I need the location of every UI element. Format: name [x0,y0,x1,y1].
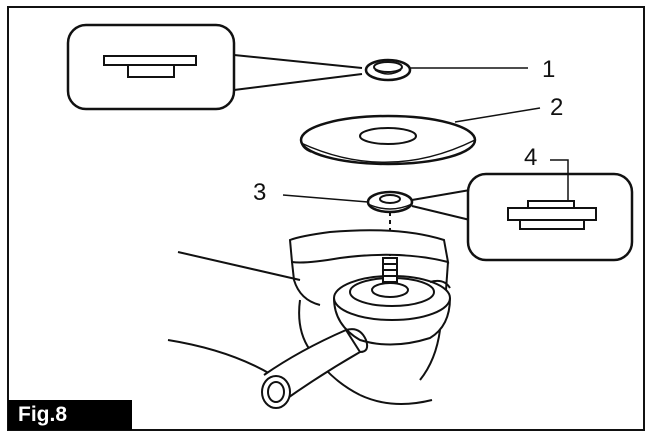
leader-line-4 [550,159,569,201]
inset-inner-flange-detail [411,172,634,262]
leader-line-2 [454,107,541,123]
inset-lock-nut-detail [66,23,363,111]
grinder-lower-housing [359,394,433,405]
grinder-body [167,229,451,409]
callout-3: 3 [253,179,266,206]
callout-4: 4 [524,144,537,171]
leader-line-3 [282,194,369,203]
figure-frame [7,6,645,431]
lock-nut [364,58,412,82]
callout-2: 2 [550,94,563,121]
grinding-wheel [299,114,477,166]
callout-1: 1 [542,56,555,83]
inner-flange [366,190,414,214]
figure-label: Fig.8 [8,400,132,430]
